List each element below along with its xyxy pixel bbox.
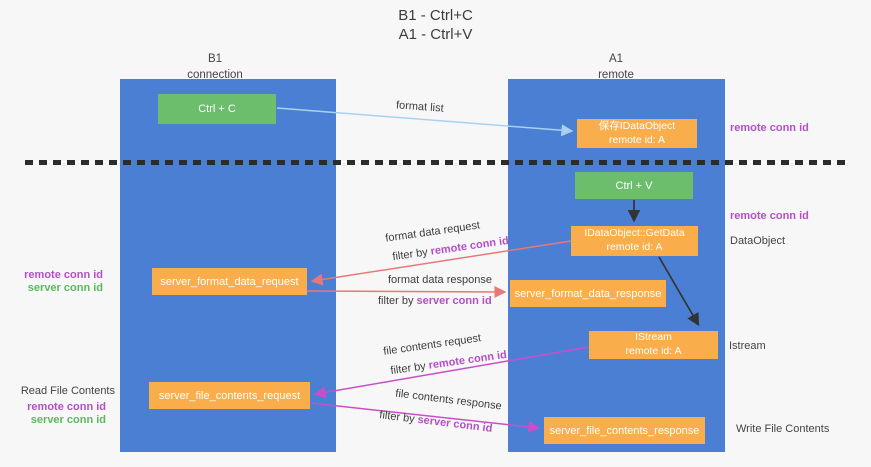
server-conn-id-filter-format: server conn id: [416, 295, 492, 307]
write-file-contents-label: Write File Contents: [736, 423, 830, 435]
ctrl-c-label: Ctrl + C: [198, 103, 236, 115]
ctrl-v-node: Ctrl + V: [575, 172, 693, 199]
server-file-contents-response-node: server_file_contents_response: [544, 417, 705, 444]
format-data-response-arrow-label: format data response: [388, 274, 492, 286]
file-contents-response-arrow-label: file contents response: [394, 387, 503, 413]
server-format-data-response-label: server_format_data_response: [514, 287, 662, 300]
filter-by-text: filter by: [378, 409, 416, 426]
getdata-line1: IDataObject::GetData: [584, 227, 685, 240]
remote-conn-id-left-2: remote conn id: [27, 401, 106, 413]
server-file-contents-response-label: server_file_contents_response: [549, 424, 700, 437]
format-list-arrow-label: format list: [395, 99, 445, 115]
idataobject-getdata-node: IDataObject::GetData remote id: A: [571, 226, 698, 256]
lifeline-a1-name: A1: [608, 53, 624, 65]
session-divider-dashed-line: [25, 160, 845, 165]
filter-by-text: filter by: [391, 246, 429, 264]
save-idataobject-node: 保存IDataObject remote id: A: [577, 119, 697, 148]
istream-node: IStream remote id: A: [589, 331, 718, 359]
dataobject-side-label: DataObject: [730, 235, 786, 247]
remote-conn-id-filter-file: remote conn id: [427, 348, 508, 372]
remote-conn-id-label-top: remote conn id: [730, 122, 809, 134]
filter-by-text: filter by: [378, 295, 414, 307]
ctrl-v-label: Ctrl + V: [615, 179, 653, 192]
remote-conn-id-filter-format: remote conn id: [429, 234, 510, 258]
conn-id-legend-format: remote conn id server conn id: [8, 269, 103, 295]
save-idataobject-line1: 保存IDataObject: [598, 119, 676, 132]
remote-conn-id-label-mid: remote conn id: [730, 210, 809, 222]
format-data-response-arrow: [306, 285, 507, 298]
server-file-contents-request-label: server_file_contents_request: [158, 389, 301, 402]
title-line-1: B1 - Ctrl+C: [398, 7, 473, 24]
read-file-contents-label: Read File Contents: [20, 385, 115, 397]
lifeline-b1-role: connection: [187, 68, 243, 81]
ctrl-c-node: Ctrl + C: [158, 94, 276, 124]
istream-line2: remote id: A: [625, 345, 682, 357]
lifeline-a1-role: remote: [598, 68, 634, 81]
lifeline-header-b1-connection: B1 connection: [145, 52, 285, 83]
remote-conn-id-left-1: remote conn id: [24, 269, 103, 281]
save-idataobject-line2: remote id: A: [608, 133, 666, 146]
server-conn-id-filter-file: server conn id: [416, 413, 493, 435]
diagram-title: B1 - Ctrl+C A1 - Ctrl+V: [0, 7, 871, 45]
server-format-data-request-label: server_format_data_request: [160, 275, 299, 288]
filter-by-text: filter by: [389, 360, 427, 378]
title-line-2: A1 - Ctrl+V: [398, 25, 473, 43]
server-conn-id-left-2: server conn id: [30, 414, 106, 427]
istream-side-label: Istream: [729, 340, 766, 352]
server-format-data-response-node: server_format_data_response: [510, 280, 666, 307]
server-format-data-request-node: server_format_data_request: [152, 268, 307, 295]
getdata-line2: remote id: A: [606, 241, 663, 253]
server-conn-id-left-1: server conn id: [27, 282, 103, 295]
server-file-contents-request-node: server_file_contents_request: [149, 382, 310, 409]
conn-id-legend-file: remote conn id server conn id: [8, 401, 106, 427]
istream-line1: IStream: [635, 331, 672, 344]
lifeline-b1-name: B1: [207, 53, 223, 65]
lifeline-header-a1-remote: A1 remote: [546, 52, 686, 83]
